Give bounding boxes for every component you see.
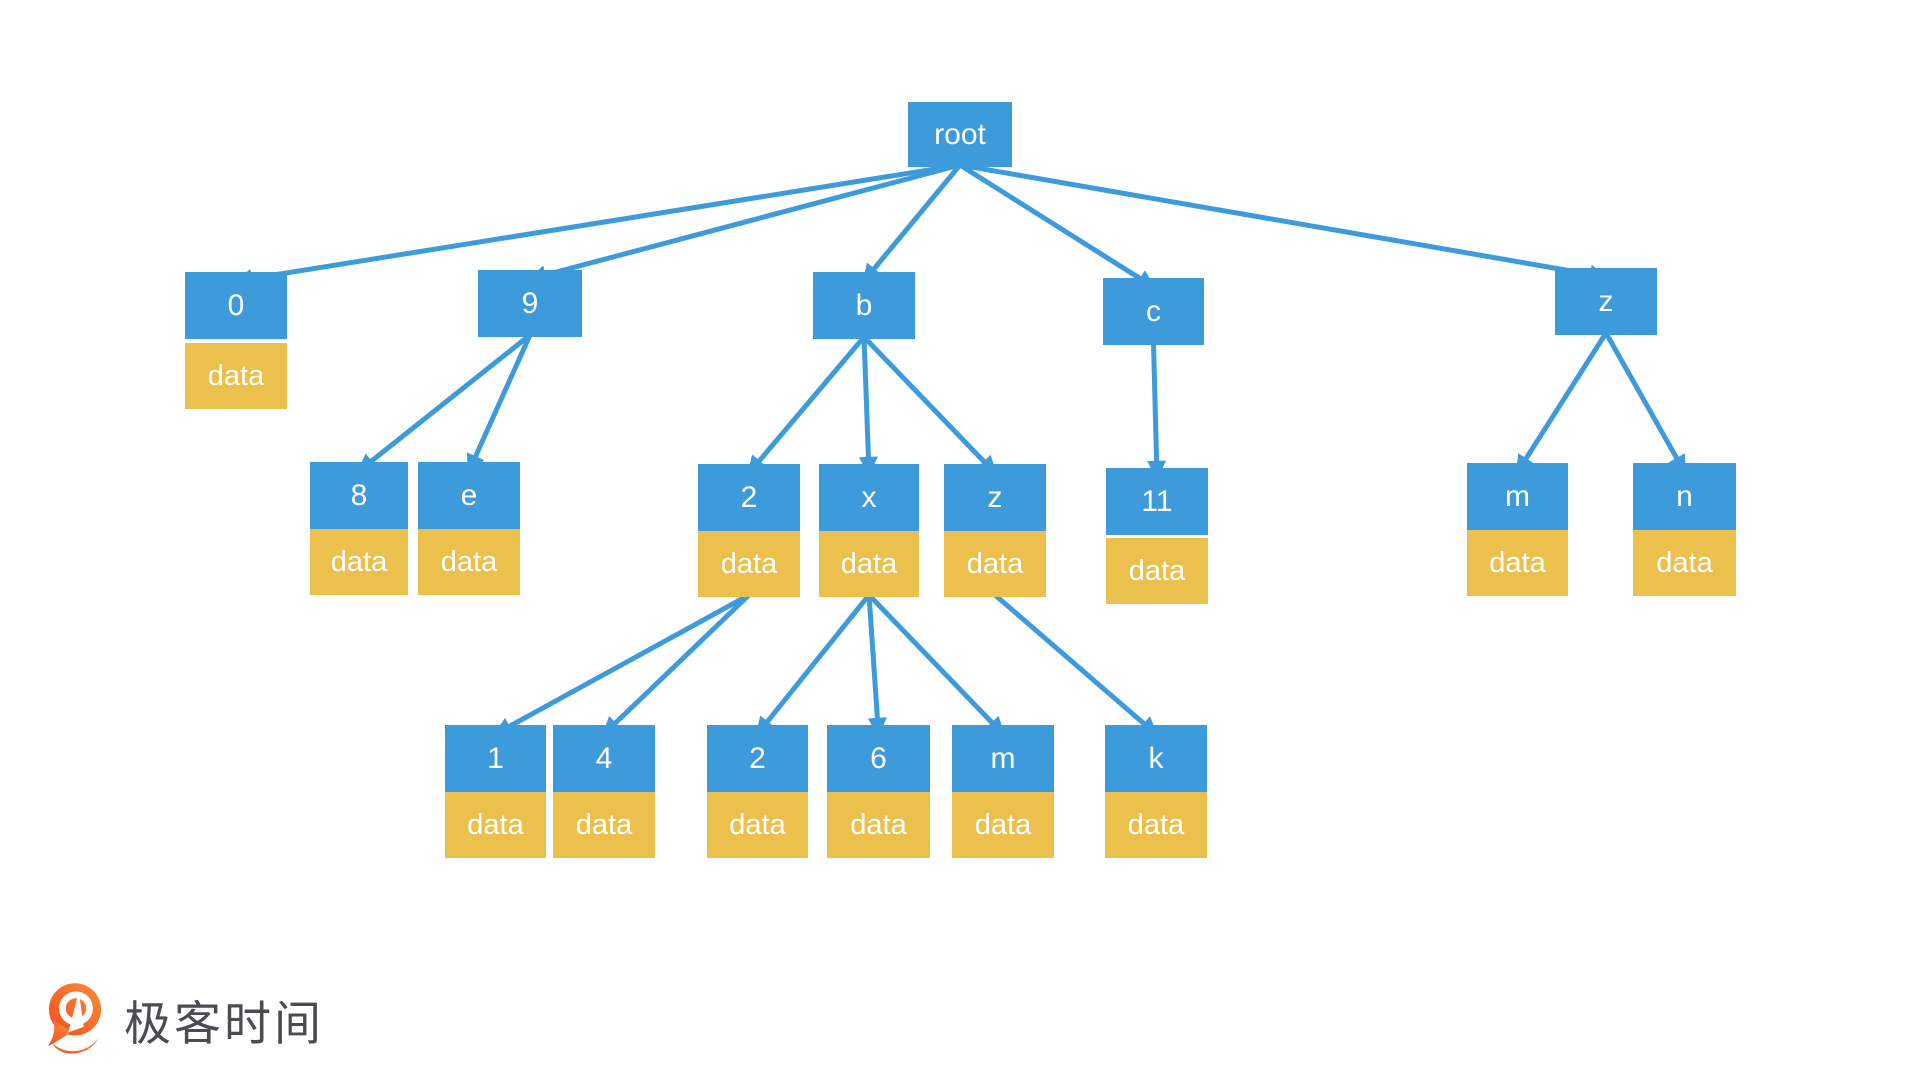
geektime-logo: 极客时间 (46, 980, 324, 1058)
node-key: 2 (707, 725, 808, 792)
tree-node-9: 9 (478, 270, 582, 337)
tree-node-z: z (1555, 268, 1657, 335)
tree-edge-root-ab (862, 163, 962, 284)
tree-node-b-2-1: 1 data (445, 725, 546, 858)
tree-edge-a9-b8 (356, 333, 532, 473)
tree-node-b-x: x data (819, 464, 919, 597)
tree-node-root: root (908, 102, 1012, 167)
tree-edge-bx-d2 (755, 593, 871, 737)
node-data-box: data (1633, 530, 1736, 596)
node-key: 0 (185, 272, 287, 339)
node-key: m (1467, 463, 1568, 530)
tree-edge-ab-b2 (747, 335, 866, 476)
tree-edge-ac-c11 (1147, 342, 1167, 480)
node-key: e (418, 462, 520, 529)
node-key: b (813, 272, 915, 339)
node-key: m (952, 725, 1054, 792)
node-key: root (908, 102, 1012, 167)
node-key: z (1555, 268, 1657, 335)
tree-node-b-z-k: k data (1105, 725, 1207, 858)
node-key: x (819, 464, 919, 531)
node-key: 1 (445, 725, 546, 792)
tree-node-b-2: 2 data (698, 464, 800, 597)
tree-edge-root-a9 (527, 162, 961, 285)
tree-node-9-e: e data (418, 462, 520, 595)
node-data-box: data (944, 531, 1046, 597)
node-key: c (1103, 278, 1204, 345)
tree-node-9-8: 8 data (310, 462, 408, 595)
tree-node-c-11: 11 data (1106, 468, 1208, 604)
node-key: n (1633, 463, 1736, 530)
node-key: k (1105, 725, 1207, 792)
tree-node-b-x-6: 6 data (827, 725, 930, 858)
tree-node-z-m: m data (1467, 463, 1568, 596)
node-data-box: data (1105, 792, 1207, 858)
tree-node-0: 0 data (185, 272, 287, 409)
node-key: z (944, 464, 1046, 531)
tree-edge-a9-be (466, 333, 533, 474)
tree-edge-b2-d1 (493, 592, 751, 737)
node-key: 6 (827, 725, 930, 792)
logo-brand-text: 极客时间 (124, 996, 324, 1050)
tree-edge-root-a0 (233, 162, 961, 288)
node-data-box: data (418, 529, 520, 595)
tree-edge-b2-d4 (601, 593, 751, 736)
tree-node-b-2-4: 4 data (553, 725, 655, 858)
node-key: 4 (553, 725, 655, 792)
tree-edge-ab-bx (858, 336, 878, 476)
node-data-box: data (1106, 538, 1208, 604)
node-key: 11 (1106, 468, 1208, 535)
tree-edge-bz-dk (993, 593, 1159, 736)
node-data-box: data (819, 531, 919, 597)
node-data-box: data (185, 343, 287, 409)
tree-node-b-x-2: 2 data (707, 725, 808, 858)
node-data-box: data (445, 792, 546, 858)
tree-node-c: c (1103, 278, 1204, 345)
tree-edge-bx-dm (867, 593, 1005, 737)
node-data-box: data (310, 529, 408, 595)
node-data-box: data (1467, 530, 1568, 596)
tree-node-b-z: z data (944, 464, 1046, 597)
tree-edge-ab-bz (862, 335, 997, 476)
node-data-box: data (707, 792, 808, 858)
node-key: 2 (698, 464, 800, 531)
node-data-box: data (827, 792, 930, 858)
tree-edge-root-ac (958, 162, 1156, 290)
tree-node-b: b (813, 272, 915, 339)
node-data-box: data (952, 792, 1054, 858)
node-key: 9 (478, 270, 582, 337)
tree-edge-az-cm (1515, 331, 1609, 475)
tree-edge-bx-d6 (866, 594, 887, 737)
tree-node-b-x-m: m data (952, 725, 1054, 858)
tree-edge-root-az (959, 162, 1609, 284)
tree-edge-az-cn (1603, 331, 1687, 475)
geektime-pin-icon (47, 983, 102, 1054)
node-key: 8 (310, 462, 408, 529)
node-data-box: data (553, 792, 655, 858)
tree-node-z-n: n data (1633, 463, 1736, 596)
node-data-box: data (698, 531, 800, 597)
